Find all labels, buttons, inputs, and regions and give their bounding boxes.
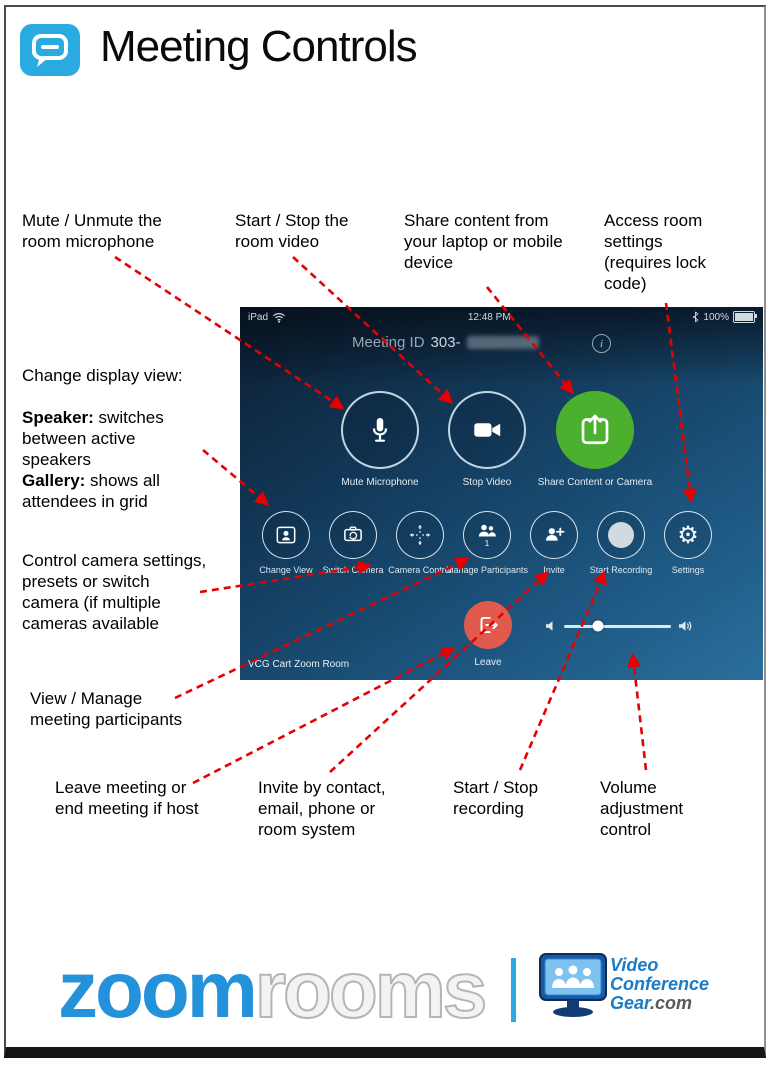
video-camera-icon (474, 423, 501, 437)
status-bar: iPad 12:48 PM 100% (240, 307, 763, 327)
participant-count-badge: 1 (484, 539, 490, 548)
invite-icon (545, 527, 565, 541)
leave-icon (480, 616, 498, 634)
change-view-icon (276, 526, 296, 544)
battery-icon (733, 311, 757, 323)
videoconferencegear-logo: Video Conference Gear.com (538, 952, 748, 1032)
meeting-id-label: Meeting ID (352, 334, 425, 351)
start-recording-button[interactable]: Start Recording (576, 511, 666, 575)
settings-button[interactable]: ⚙ Settings (643, 511, 733, 575)
annotation-video: Start / Stop the room video (235, 211, 349, 251)
vcg-dotcom: .com (650, 993, 693, 1013)
gallery-label: Gallery: (22, 471, 86, 490)
zoom-rooms-logo: zoomrooms (58, 949, 488, 1031)
volume-slider[interactable] (564, 620, 671, 632)
zoom-wordmark: zoom (58, 945, 258, 1034)
zoom-rooms-screenshot: iPad 12:48 PM 100% Meeting ID 303- i (240, 307, 763, 680)
annotation-share: Share content from your laptop or mobile… (404, 211, 563, 272)
annotation-invite: Invite by contact, email, phone or room … (258, 778, 386, 839)
camera-control-icon (409, 524, 431, 546)
record-icon (608, 522, 634, 548)
vcg-line-video: Video (610, 955, 659, 975)
participants-icon (478, 524, 496, 537)
annotation-leave: Leave meeting or end meeting if host (55, 778, 199, 818)
rooms-wordmark: rooms (254, 945, 488, 1034)
battery-percent: 100% (703, 311, 729, 323)
volume-low-icon (546, 621, 553, 631)
volume-slider-knob[interactable] (592, 620, 604, 632)
annotation-participants: View / Manage meeting participants (30, 689, 183, 729)
bluetooth-icon (693, 311, 699, 323)
manage-participants-button[interactable]: 1 Manage Participants (442, 511, 532, 575)
speaker-label: Speaker: (22, 408, 94, 427)
mute-microphone-button[interactable]: Mute Microphone (320, 391, 440, 488)
wifi-icon (273, 312, 285, 323)
monitor-icon (539, 953, 607, 1017)
gallery-text: shows all attendees in grid (22, 471, 160, 511)
vcg-wordmark: Video Conference Gear.com (610, 956, 709, 1013)
stop-video-button[interactable]: Stop Video (427, 391, 547, 488)
volume-control[interactable] (545, 617, 693, 635)
annotation-mute: Mute / Unmute the room microphone (22, 211, 162, 251)
vcg-line-conference: Conference (610, 974, 710, 994)
invite-button[interactable]: Invite (509, 511, 599, 575)
device-name: iPad (248, 311, 269, 323)
share-upload-icon (581, 414, 609, 445)
volume-high-icon (679, 621, 692, 631)
gear-icon: ⚙ (677, 521, 699, 549)
info-icon[interactable]: i (592, 334, 611, 353)
switch-camera-icon (344, 526, 362, 542)
leave-button[interactable]: Leave (428, 601, 548, 668)
footer-divider (511, 958, 516, 1022)
clock: 12:48 PM (467, 311, 511, 323)
annotation-camera: Control camera settings, presets or swit… (22, 551, 207, 633)
annotation-display-view-heading: Change display view: (22, 366, 183, 385)
vcg-line-gear: Gear.com (610, 993, 693, 1013)
page-title: Meeting Controls (100, 22, 418, 71)
annotation-settings: Access room settings (requires lock code… (604, 211, 707, 293)
share-content-button[interactable]: Share Content or Camera (535, 391, 655, 488)
annotation-recording: Start / Stop recording (453, 778, 539, 818)
room-name: VCG Cart Zoom Room (248, 659, 350, 670)
annotation-volume: Volume adjustment control (600, 778, 684, 839)
meeting-id-number: 303- (430, 334, 461, 351)
meeting-id-redacted (466, 336, 539, 349)
meeting-id-row: Meeting ID 303- (352, 334, 539, 351)
speaker-text: switches between active speakers (22, 408, 164, 469)
microphone-icon (372, 417, 388, 442)
chat-bubble-icon (20, 24, 80, 81)
annotation-display-view: Speaker: switches between active speaker… (22, 407, 197, 512)
